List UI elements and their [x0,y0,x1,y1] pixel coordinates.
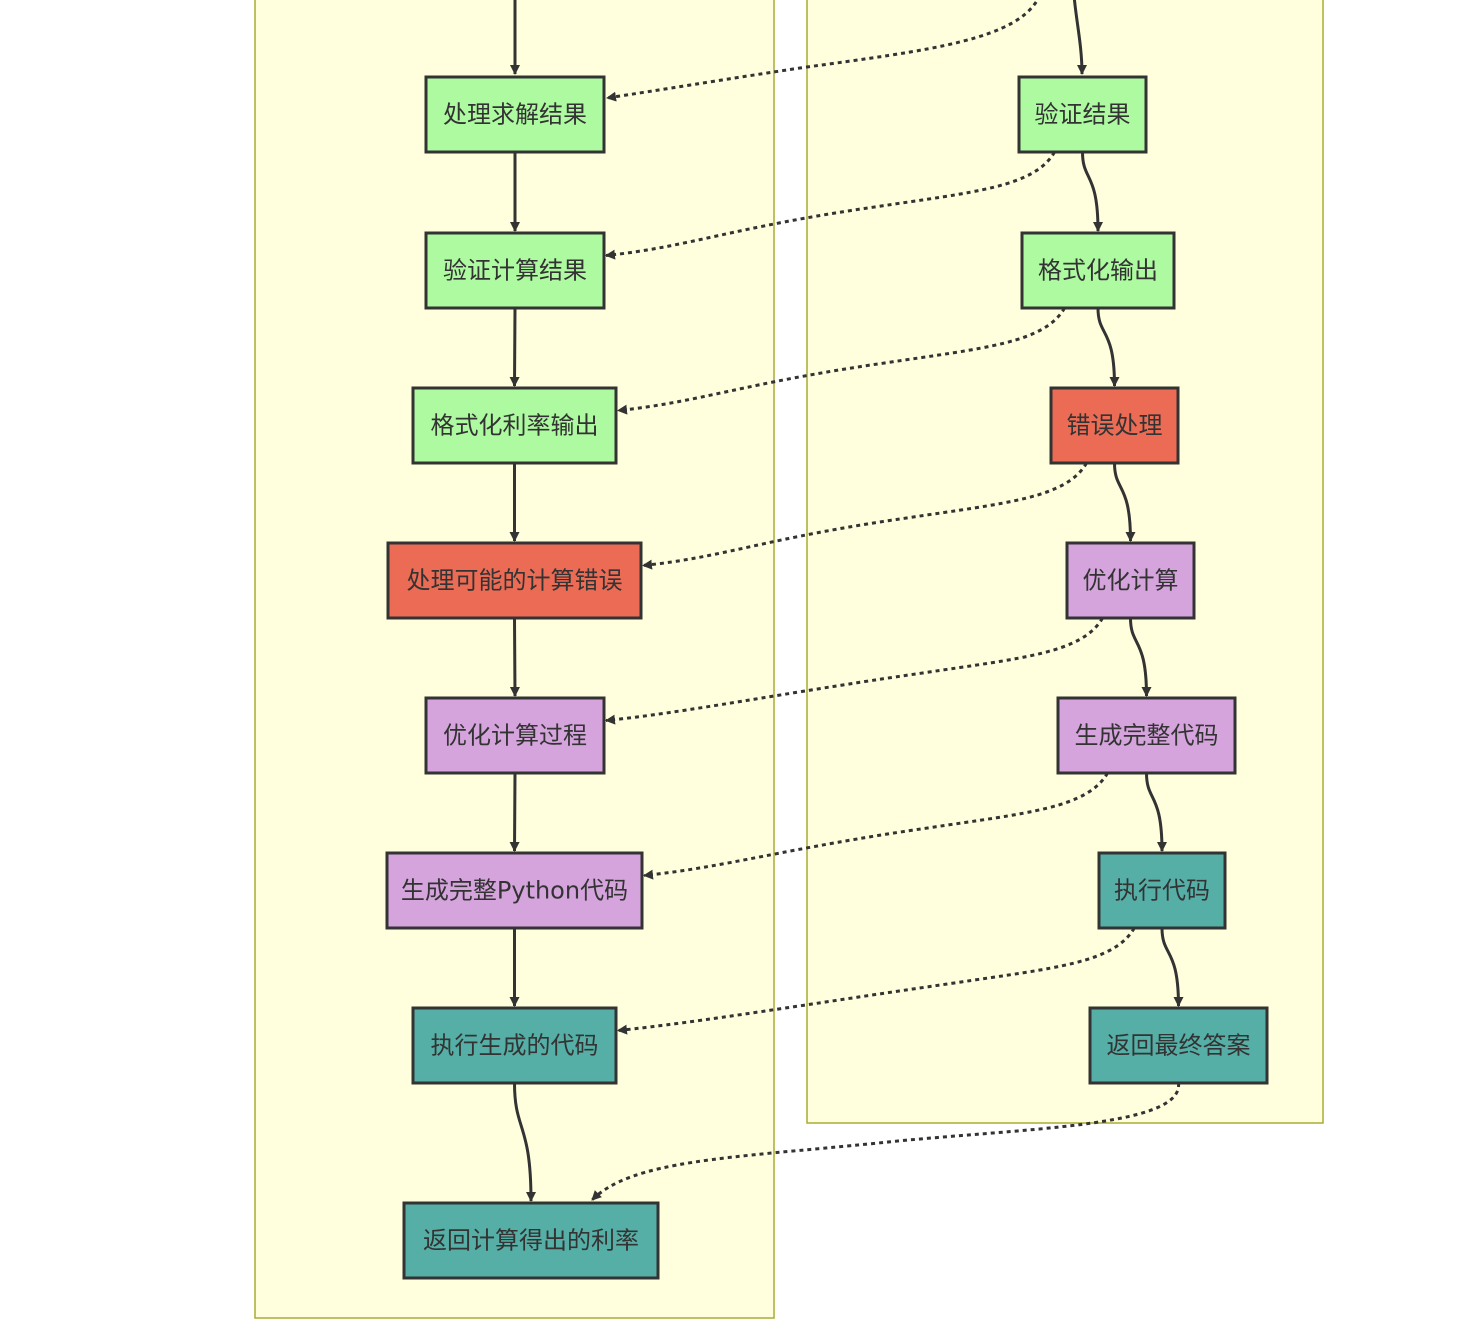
node-label: 优化计算过程 [443,722,587,750]
node-box [424,75,606,154]
node-box [386,541,643,620]
node-box [1097,851,1227,930]
node-l7: 执行生成的代码 [411,1006,618,1085]
node-l6: 生成完整Python代码 [385,851,644,930]
node-r2: 格式化输出 [1020,231,1176,310]
node-box [1088,1006,1269,1085]
node-box [1049,386,1180,465]
node-r5: 生成完整代码 [1056,696,1237,775]
edges-layer [509,151,1184,1202]
node-l1: 处理求解结果 [424,75,606,154]
node-r7: 返回最终答案 [1088,1006,1269,1085]
node-label: 生成完整Python代码 [401,877,628,905]
node-box [402,1201,660,1280]
dotted-edge-r6-l7 [617,927,1136,1035]
node-label: 执行代码 [1114,877,1210,905]
node-label: 生成完整代码 [1075,722,1219,750]
edge-r1-r2 [1081,151,1103,232]
edge-r3-r4 [1113,462,1136,542]
edge-l2-l3 [509,307,520,387]
node-box [1020,231,1176,310]
edge-l5-l6 [509,772,520,852]
edge-incoming-dotted [606,0,1039,102]
node-label: 验证计算结果 [443,257,587,285]
node-label: 格式化利率输出 [431,412,599,440]
edge-r4-r5 [1129,617,1152,697]
node-l8: 返回计算得出的利率 [402,1201,660,1280]
node-label: 执行生成的代码 [431,1032,599,1060]
node-label: 格式化输出 [1038,257,1158,285]
node-label: 验证结果 [1035,101,1131,129]
dotted-edge-r5-l6 [643,772,1109,880]
node-l3: 格式化利率输出 [411,386,618,465]
node-l4: 处理可能的计算错误 [386,541,643,620]
node-r6: 执行代码 [1097,851,1227,930]
node-r3: 错误处理 [1049,386,1180,465]
dotted-edge-r2-l3 [617,307,1066,415]
edge-r2-r3 [1096,307,1120,387]
node-box [1017,75,1148,154]
node-box [385,851,644,930]
edge-l4-l5 [509,617,520,697]
node-label: 处理可能的计算错误 [407,567,623,595]
node-box [1065,541,1196,620]
node-r4: 优化计算 [1065,541,1196,620]
node-box [424,696,606,775]
node-label: 返回最终答案 [1107,1032,1251,1060]
node-label: 返回计算得出的利率 [423,1227,639,1255]
dotted-edge-r3-l4 [642,462,1088,570]
edge-l7-l8 [513,1082,536,1202]
node-box [1056,696,1237,775]
node-box [411,386,618,465]
right-subgraph [806,0,1324,1124]
node-label: 错误处理 [1067,412,1163,440]
edge-r6-r7 [1160,927,1184,1007]
node-box [424,231,606,310]
node-l2: 验证计算结果 [424,231,606,310]
node-r1: 验证结果 [1017,75,1148,154]
nodes-layer: 处理求解结果验证计算结果格式化利率输出处理可能的计算错误优化计算过程生成完整Py… [385,75,1269,1280]
node-label: 优化计算 [1083,567,1179,595]
node-label: 处理求解结果 [443,101,587,129]
edge-r5-r6 [1145,772,1167,852]
dotted-edge-r1-l2 [605,151,1056,260]
node-l5: 优化计算过程 [424,696,606,775]
edge-incoming-right [1072,0,1087,75]
node-box [411,1006,618,1085]
